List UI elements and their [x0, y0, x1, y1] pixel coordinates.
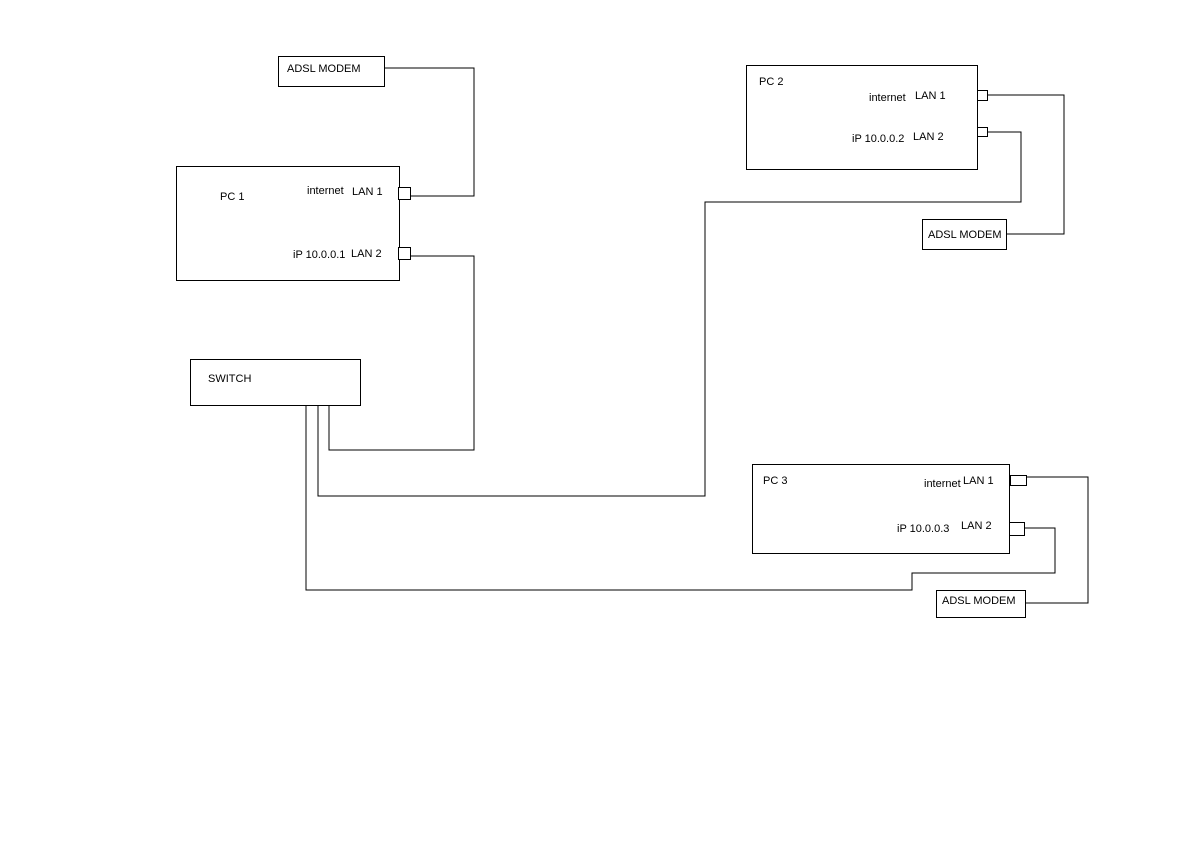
pc-3 — [752, 464, 1010, 554]
pc-3-lan1-port — [1010, 475, 1027, 486]
pc-3-internet-label: internet — [924, 478, 961, 490]
pc-1-label: PC 1 — [220, 191, 245, 203]
link-switch-pc2-lan2 — [317, 131, 1022, 497]
pc-1 — [176, 166, 400, 281]
pc-3-label: PC 3 — [763, 475, 788, 487]
adsl-modem-2 — [922, 219, 1007, 250]
pc-3-lan1-label: LAN 1 — [963, 475, 994, 487]
pc-2-ip-label: iP 10.0.0.2 — [852, 133, 905, 145]
link-switch-pc3-lan2 — [305, 405, 1056, 591]
link-pc2-lan1-modem2 — [988, 94, 1065, 235]
pc-2-lan2-label: LAN 2 — [913, 131, 944, 143]
pc-1-ip-label: iP 10.0.0.1 — [293, 249, 346, 261]
adsl-modem-3 — [936, 590, 1026, 618]
pc-2-lan2-port — [977, 127, 988, 137]
pc-1-internet-label: internet — [307, 185, 344, 197]
pc-2 — [746, 65, 978, 170]
adsl-modem-1-label: ADSL MODEM — [287, 63, 361, 75]
pc-1-lan2-port — [398, 247, 411, 260]
link-pc3-lan1-modem3 — [1025, 476, 1089, 604]
adsl-modem-3-label: ADSL MODEM — [942, 595, 1016, 607]
pc-1-lan1-port — [398, 187, 411, 200]
adsl-modem-1 — [278, 56, 385, 87]
pc-1-lan2-label: LAN 2 — [351, 248, 382, 260]
pc-2-label: PC 2 — [759, 76, 784, 88]
link-pc1-lan2-switch — [328, 255, 475, 451]
pc-3-lan2-label: LAN 2 — [961, 520, 992, 532]
switch-label: SWITCH — [208, 373, 252, 385]
link-modem1-pc1-lan1 — [384, 67, 475, 197]
pc-1-lan1-label: LAN 1 — [352, 186, 383, 198]
switch — [190, 359, 361, 406]
pc-3-ip-label: iP 10.0.0.3 — [897, 523, 950, 535]
pc-2-lan1-label: LAN 1 — [915, 90, 946, 102]
adsl-modem-2-label: ADSL MODEM — [928, 229, 1002, 241]
pc-2-lan1-port — [977, 90, 988, 101]
pc-2-internet-label: internet — [869, 92, 906, 104]
pc-3-lan2-port — [1009, 522, 1025, 536]
